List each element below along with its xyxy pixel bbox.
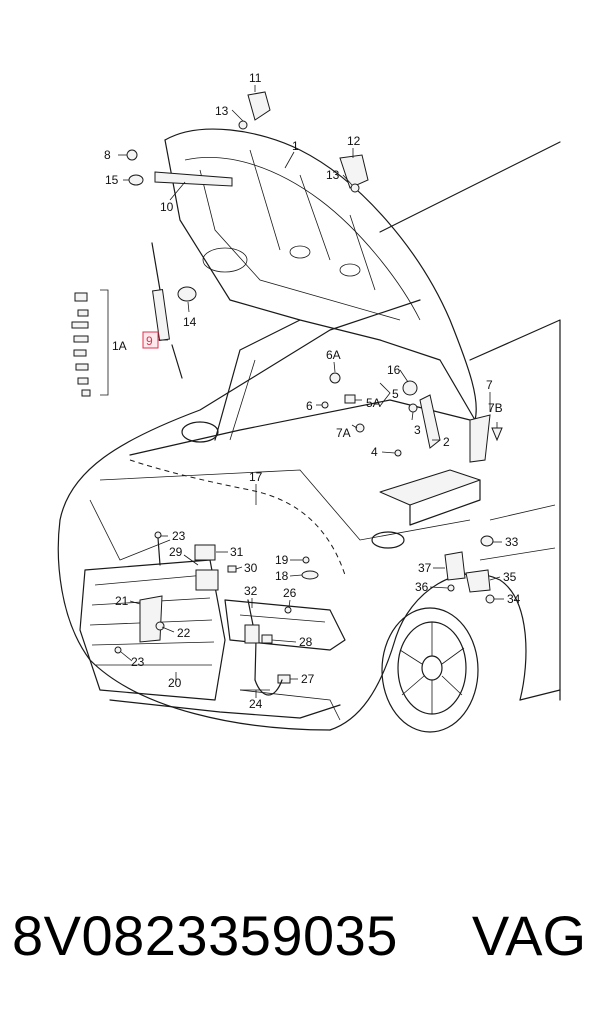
callout-16: 16 (387, 363, 401, 377)
car-body (57, 141, 561, 733)
callout-7b: 7B (488, 401, 503, 415)
callout-23-top: 23 (172, 529, 186, 543)
brand-label: VAG (471, 904, 586, 967)
callout-36: 36 (415, 580, 429, 594)
callout-4: 4 (371, 445, 378, 459)
parts (71, 91, 503, 696)
callout-17: 17 (249, 470, 263, 484)
callout-8: 8 (104, 148, 111, 162)
callout-1a: 1A (112, 339, 127, 353)
callout-5: 5 (392, 387, 399, 401)
callout-35: 35 (503, 570, 517, 584)
hood-parts-diagram: 11 13 1 12 8 13 15 10 14 9 1A 6A 16 7 6 … (57, 71, 561, 733)
callout-37: 37 (418, 561, 432, 575)
callout-31: 31 (230, 545, 244, 559)
callout-24: 24 (249, 697, 263, 711)
part-number: 8V0823359035 (12, 904, 398, 967)
callout-26: 26 (283, 586, 297, 600)
bolt-set-1a (71, 292, 91, 397)
callout-2: 2 (443, 435, 450, 449)
callout-27: 27 (301, 672, 315, 686)
callout-18: 18 (275, 569, 289, 583)
callout-13-top: 13 (215, 104, 229, 118)
callout-15: 15 (105, 173, 119, 187)
callout-10: 10 (160, 200, 174, 214)
callout-7a: 7A (336, 426, 351, 440)
callout-6: 6 (306, 399, 313, 413)
callout-14: 14 (183, 315, 197, 329)
callout-11: 11 (249, 71, 262, 85)
callout-13-right: 13 (326, 168, 340, 182)
callout-28: 28 (299, 635, 313, 649)
callout-6a: 6A (326, 348, 341, 362)
callout-34: 34 (507, 592, 521, 606)
callout-3: 3 (414, 423, 421, 437)
hood (164, 128, 477, 421)
callout-29: 29 (169, 545, 183, 559)
callout-33: 33 (505, 535, 519, 549)
callout-5a: 5A (366, 396, 381, 410)
callout-32: 32 (244, 584, 258, 598)
callout-21: 21 (115, 594, 129, 608)
callout-23-bottom: 23 (131, 655, 145, 669)
highlight-box-part-9 (142, 331, 159, 349)
leader-lines (100, 85, 504, 698)
footer: 8V0823359035 VAG (0, 900, 600, 980)
callout-30: 30 (244, 561, 258, 575)
callout-22: 22 (177, 626, 191, 640)
callout-20: 20 (168, 676, 182, 690)
callout-labels: 11 13 1 12 8 13 15 10 14 9 1A 6A 16 7 6 … (104, 71, 521, 711)
callout-19: 19 (275, 553, 289, 567)
callout-12: 12 (347, 134, 361, 148)
callout-1: 1 (292, 139, 299, 153)
callout-9: 9 (146, 334, 153, 348)
callout-7: 7 (486, 378, 493, 392)
